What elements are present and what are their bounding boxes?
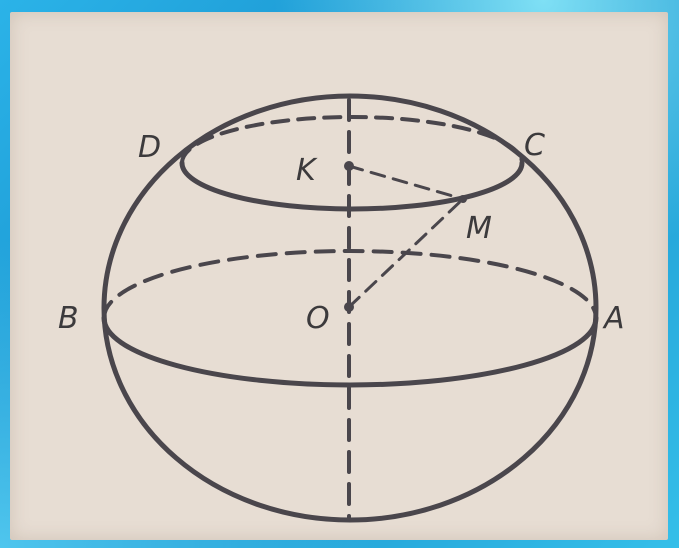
point-m-marker (459, 195, 467, 203)
paper-background (10, 12, 668, 540)
label-m: M (466, 211, 492, 246)
label-c: C (524, 128, 545, 163)
label-k: K (296, 153, 318, 188)
radius-om (347, 197, 465, 309)
section-circle-back (180, 115, 524, 165)
sphere-outline (101, 93, 599, 523)
label-d: D (138, 130, 161, 165)
segment-km (347, 164, 465, 201)
great-circle-front (101, 315, 599, 388)
section-circle-front (179, 160, 525, 212)
label-o: O (306, 301, 330, 336)
point-k-marker (344, 161, 354, 171)
great-circle-back (102, 249, 598, 320)
label-b: B (58, 301, 79, 336)
point-o-marker (344, 302, 354, 312)
label-a: A (602, 301, 625, 336)
